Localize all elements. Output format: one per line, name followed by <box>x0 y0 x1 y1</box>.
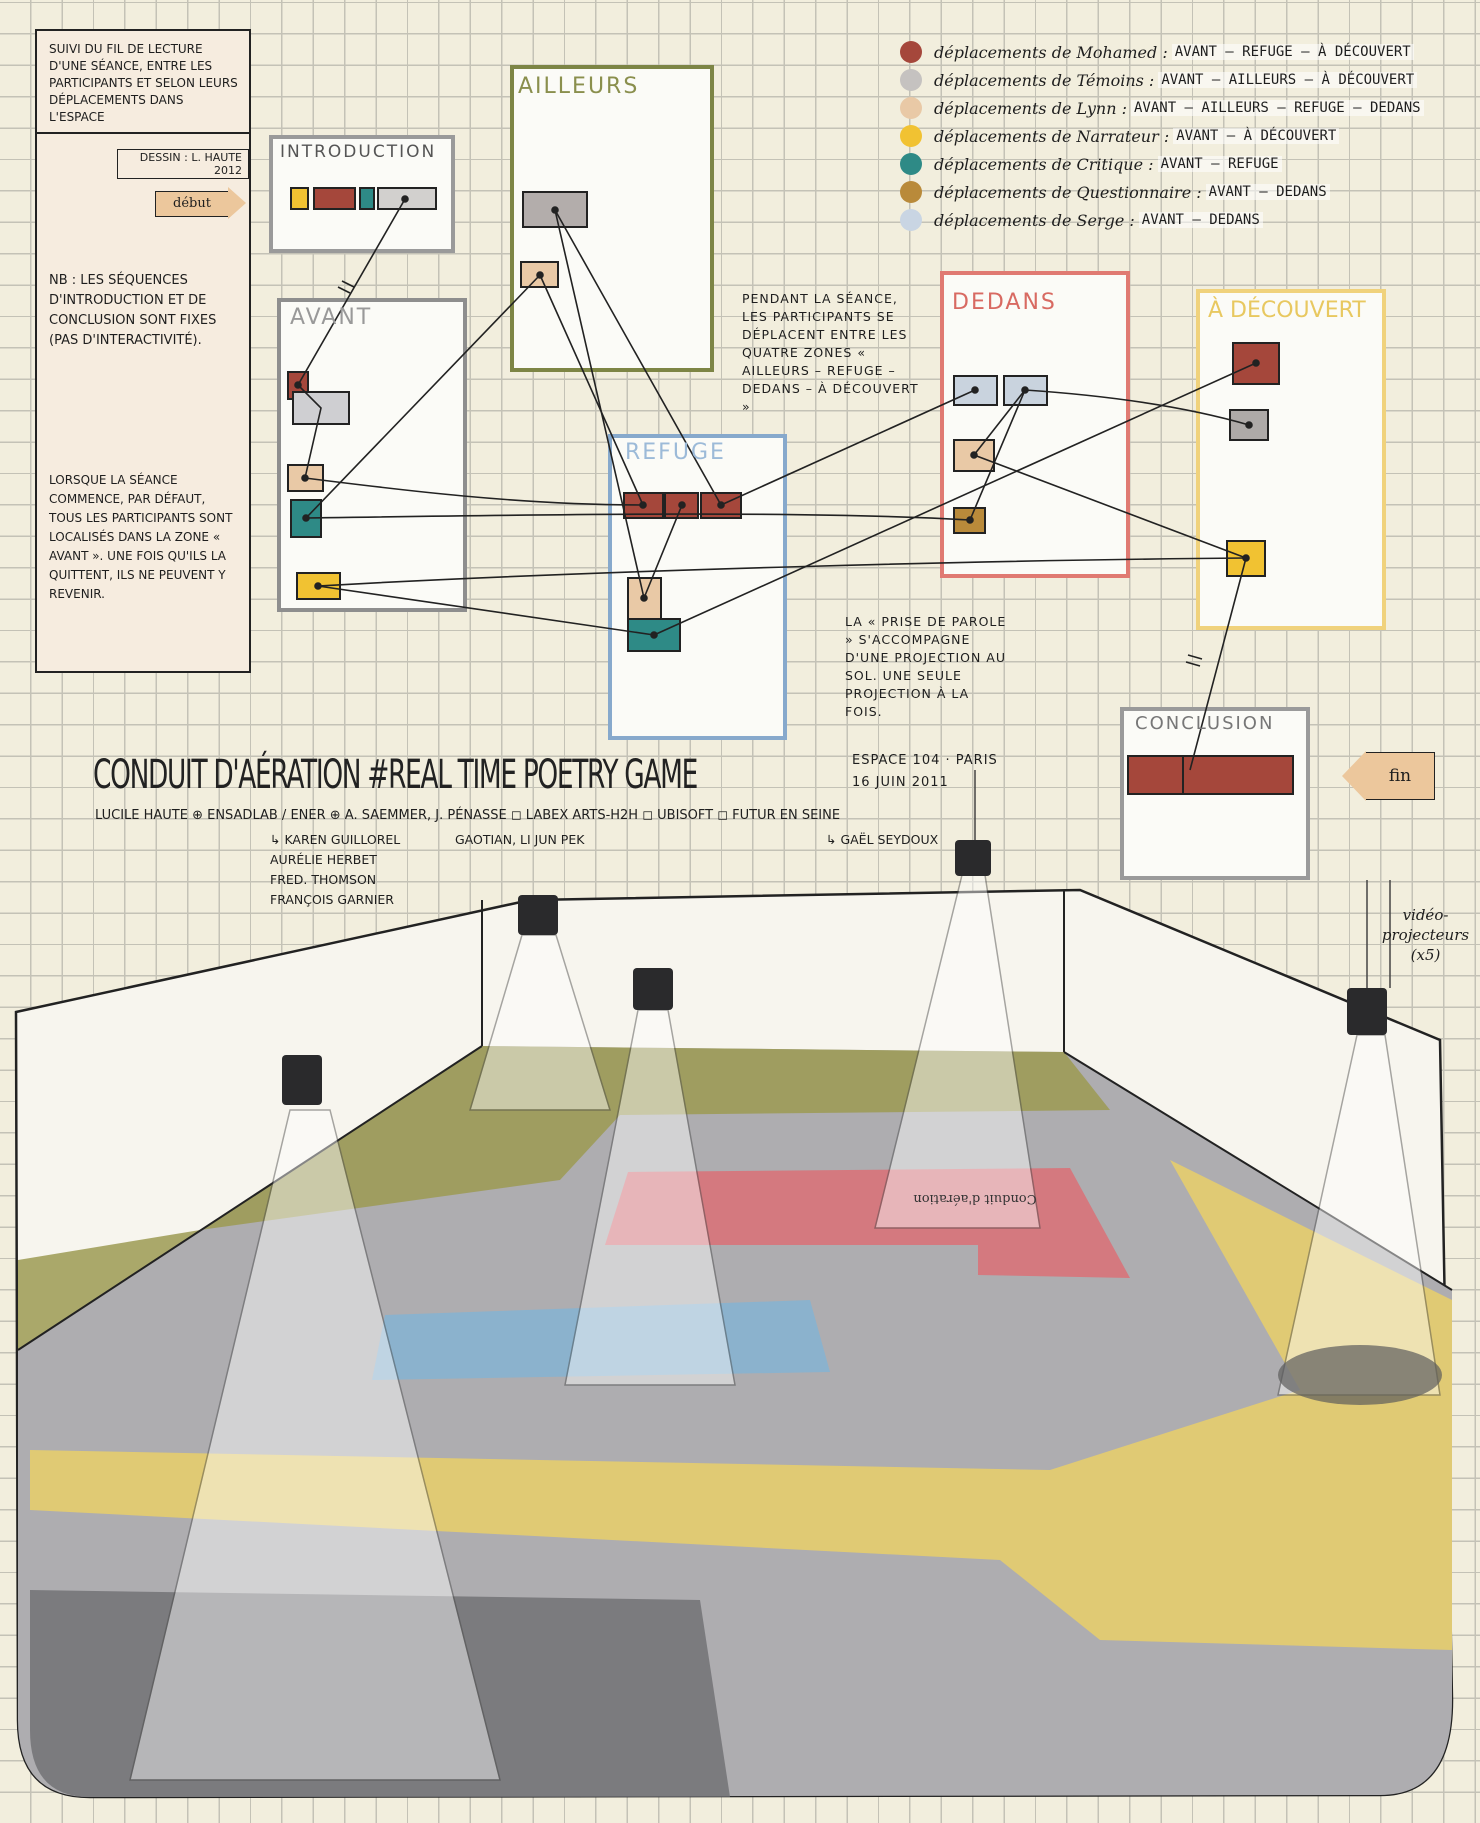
panel-intro-text: Suivi du fil de lecture d'une séance, en… <box>37 31 249 134</box>
zone-ailleurs-floor <box>18 1046 1110 1350</box>
zone-title-introduction: Introduction <box>280 142 437 162</box>
projector-cones <box>129 874 1441 1781</box>
zone-dedans-floor <box>605 1168 1130 1278</box>
info-panel: Suivi du fil de lecture d'une séance, en… <box>35 29 251 673</box>
zone-title-refuge: Refuge <box>625 440 726 465</box>
color-dot-icon <box>900 125 922 147</box>
zone-refuge-floor <box>372 1300 830 1380</box>
room-drawing: Conduit d'aération <box>14 770 1454 1799</box>
start-note: Lorsque la séance commence, par défaut, … <box>49 473 233 601</box>
projector-icon <box>282 1055 322 1105</box>
dark-floor-area <box>30 1590 730 1797</box>
floor-projected-text: Conduit d'aération <box>913 1191 1037 1206</box>
projector-icon <box>518 895 558 935</box>
zone-title-ailleurs: Ailleurs <box>518 74 640 99</box>
conclusion-bar <box>1127 755 1294 795</box>
nb-note: NB : les séquences d'introduction et de … <box>49 273 217 348</box>
color-dot-icon <box>900 41 922 63</box>
start-arrow: début <box>155 187 246 219</box>
legend-item-narrateur: déplacements de Narrateur :AVANT – À DÉC… <box>900 122 1424 150</box>
color-dot-icon <box>900 69 922 91</box>
square-mohamed <box>313 187 356 210</box>
venue-info: Espace 104 · Paris 16 juin 2011 <box>852 750 998 794</box>
floor-projection-spot <box>1278 1345 1442 1405</box>
participants-legend: déplacements de Mohamed :AVANT – REFUGE … <box>900 38 1424 234</box>
project-title: Conduit d'aération #Real Time Poetry Gam… <box>93 752 698 798</box>
credits-line: Lucile Haute ⊕ EnsadLab / EnER ⊕ A. Saem… <box>95 808 841 823</box>
legend-item-questionnaire: déplacements de Questionnaire :AVANT – D… <box>900 178 1424 206</box>
legend-item-temoins: déplacements de Témoins :AVANT – AILLEUR… <box>900 66 1424 94</box>
color-dot-icon <box>900 97 922 119</box>
legend-item-serge: déplacements de Serge :AVANT – DEDANS <box>900 206 1424 234</box>
legend-item-lynn: déplacements de Lynn :AVANT – AILLEURS –… <box>900 94 1424 122</box>
movement-links <box>294 195 1260 771</box>
venue-place: Espace 104 · Paris <box>852 753 998 768</box>
zones-note: Pendant la séance, les participants se d… <box>742 291 919 414</box>
projector-icon <box>955 840 991 876</box>
zone-title-conclusion: Conclusion <box>1135 713 1275 734</box>
projector-icons <box>282 840 1387 1105</box>
legend-item-critique: déplacements de Critique :AVANT – REFUGE <box>900 150 1424 178</box>
projection-note: La « prise de parole » s'accompagne d'un… <box>845 614 1007 719</box>
zone-adecouvert-box <box>1196 289 1386 630</box>
ensad-team: ↳ Karen Guillorel Aurélie Herbet Fred. T… <box>270 832 401 907</box>
legend-item-mohamed: déplacements de Mohamed :AVANT – REFUGE … <box>900 38 1424 66</box>
zone-avant-box <box>277 298 467 612</box>
color-dot-icon <box>900 153 922 175</box>
zone-title-adecouvert: À découvert <box>1208 298 1366 323</box>
projector-icon <box>1347 988 1387 1035</box>
paris8-team: Gaotian, Li Jun Pek <box>455 832 585 847</box>
square-critique <box>627 618 681 652</box>
projector-label: vidéo-projecteurs (x5) <box>1381 906 1470 964</box>
zone-adecouvert-floor <box>30 1160 1452 1650</box>
color-dot-icon <box>900 181 922 203</box>
square-narrateur <box>290 187 309 210</box>
futur-team: ↳ Gaël Seydoux <box>826 832 939 847</box>
zone-title-avant: Avant <box>290 305 373 330</box>
projector-icon <box>633 968 673 1010</box>
square-critique <box>359 187 375 210</box>
drawing-credit: Dessin : L. Haute 2012 <box>117 149 249 179</box>
color-dot-icon <box>900 209 922 231</box>
zone-title-dedans: Dedans <box>952 290 1057 315</box>
venue-date: 16 juin 2011 <box>852 775 949 790</box>
end-arrow: fin <box>1342 751 1435 801</box>
